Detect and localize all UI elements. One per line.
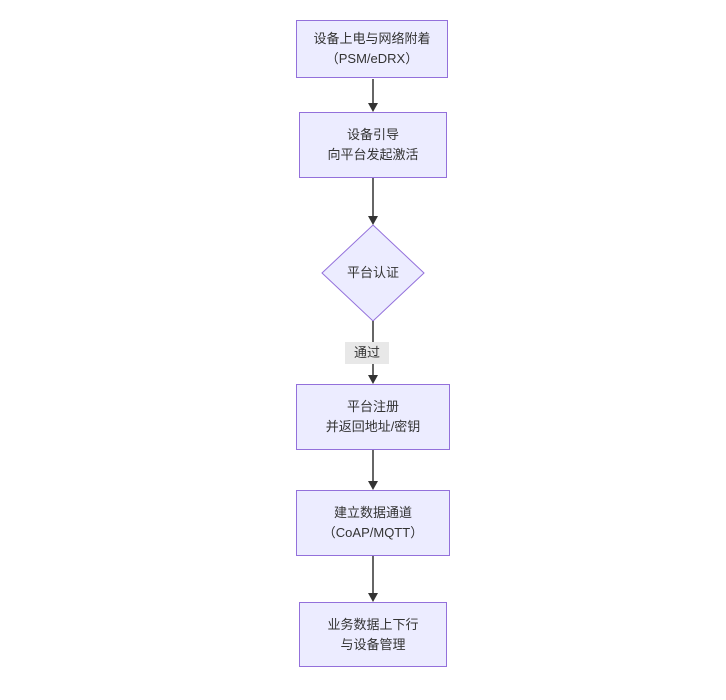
flowchart-node-power-on-attach: 设备上电与网络附着 （PSM/eDRX） [296,20,448,78]
edge-arrow-4 [368,450,378,490]
arrow-down-icon [368,103,378,112]
arrow-down-icon [368,375,378,384]
node-label-line: （CoAP/MQTT） [322,525,424,540]
flowchart-node-business-data: 业务数据上下行 与设备管理 [299,602,447,667]
edge-label-pass: 通过 [345,342,389,364]
node-label-line: 建立数据通道 [333,505,412,520]
arrow-down-icon [368,481,378,490]
node-label-line: （PSM/eDRX） [325,51,419,66]
flowchart-node-data-channel: 建立数据通道 （CoAP/MQTT） [296,490,450,556]
arrow-down-icon [368,216,378,225]
edge-arrow-5 [368,556,378,602]
edge-arrow-2 [368,178,378,225]
flowchart-node-bootstrap-activate: 设备引导 向平台发起激活 [299,112,447,178]
node-label-line: 平台注册 [346,399,399,414]
arrow-down-icon [368,593,378,602]
node-label-line: 设备上电与网络附着 [313,31,431,46]
node-label-line: 并返回地址/密钥 [325,419,421,434]
node-label-line: 向平台发起激活 [327,147,419,162]
decision-label-platform-auth: 平台认证 [346,265,399,280]
node-label-line: 与设备管理 [340,636,406,652]
edge-arrow-1 [368,79,378,112]
flowchart-node-platform-register: 平台注册 并返回地址/密钥 [296,384,450,450]
node-label-line: 业务数据上下行 [327,616,419,632]
node-label-line: 设备引导 [346,127,399,142]
